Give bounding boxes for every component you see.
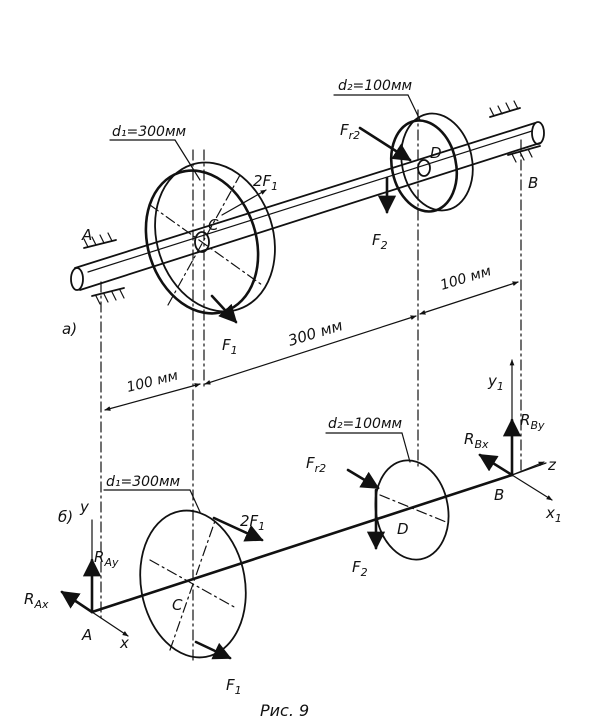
axis-z-label: z [547, 456, 557, 474]
axis-z-bottom [511, 461, 545, 476]
d2-label-top: d₂=100мм [338, 78, 413, 94]
dim-line-right [419, 281, 519, 315]
force-f1-label-bottom: F1 [226, 676, 242, 697]
force-f2-label-bottom: F2 [352, 558, 368, 579]
d1-label-top: d₁=300мм [112, 124, 187, 140]
dim-line-left [104, 383, 201, 411]
force-2f1-arrow-bottom [212, 516, 264, 542]
disk-d-top [389, 112, 474, 213]
disk-c-bottom [139, 509, 247, 659]
force-2f1-line-top [221, 189, 267, 216]
force-f1-arrow-bottom [194, 640, 232, 660]
force-fr2-arrow-top [358, 126, 412, 162]
force-2f1-label-bottom: 2F1 [240, 512, 265, 533]
d2-label-bottom: d₂=100мм [328, 416, 403, 432]
dim-line-middle [204, 315, 417, 385]
point-c-bottom: C [172, 596, 183, 614]
support-b-top [489, 100, 541, 163]
forces-bottom [194, 468, 386, 660]
reaction-ax-arrow [60, 590, 94, 614]
point-b-top: B [528, 174, 538, 192]
bottom-view: б) y x A C D B d₁=300мм d₂=100мм RAy RAx… [24, 359, 562, 697]
top-view: A B C D d₁=300мм d₂=100мм а) Fr2 F2 2F1 … [62, 78, 545, 661]
part-a-label: а) [62, 320, 77, 338]
force-fr2-label-top: Fr2 [340, 121, 360, 142]
point-d-top: D [430, 144, 442, 162]
dim-middle-label: 300 мм [286, 316, 345, 350]
reaction-by-label: RBy [520, 411, 545, 432]
axis-x1-bottom [511, 474, 553, 501]
support-a-top [83, 232, 125, 305]
point-c-top: C [208, 216, 219, 234]
disk-d-bottom [374, 459, 450, 561]
force-f2-label-top: F2 [372, 231, 388, 252]
dim-right-label: 100 мм [438, 263, 493, 294]
axis-x-label: x [119, 634, 129, 652]
d1-label-bottom: d₁=300мм [106, 474, 181, 490]
force-f1-label-top: F1 [222, 336, 238, 357]
axis-y-label: y [79, 498, 90, 516]
shaft-axis-bottom [90, 473, 514, 614]
force-fr2-arrow-bottom [346, 468, 380, 490]
point-a-top: A [81, 226, 92, 244]
figure-caption: Рис. 9 [260, 701, 309, 720]
axis-x1-label: x1 [545, 504, 562, 525]
reaction-ax-label: RAx [24, 590, 49, 611]
dimensions: 100 мм 300 мм 100 мм [104, 263, 519, 411]
reaction-ay-label: RAy [94, 548, 119, 569]
point-b-bottom: B [494, 486, 504, 504]
axis-x-bottom [91, 611, 129, 637]
part-b-label: б) [58, 508, 73, 526]
force-2f1-label-top: 2F1 [253, 172, 278, 193]
shaft-top [70, 121, 545, 291]
axis-y1-label: y1 [487, 372, 504, 393]
point-d-bottom: D [397, 520, 409, 538]
force-fr2-label-bottom: Fr2 [306, 454, 326, 475]
point-a-bottom: A [81, 626, 92, 644]
reaction-bx-arrow [478, 453, 514, 477]
forces-top [210, 126, 412, 324]
reaction-bx-label: RBx [464, 430, 489, 451]
